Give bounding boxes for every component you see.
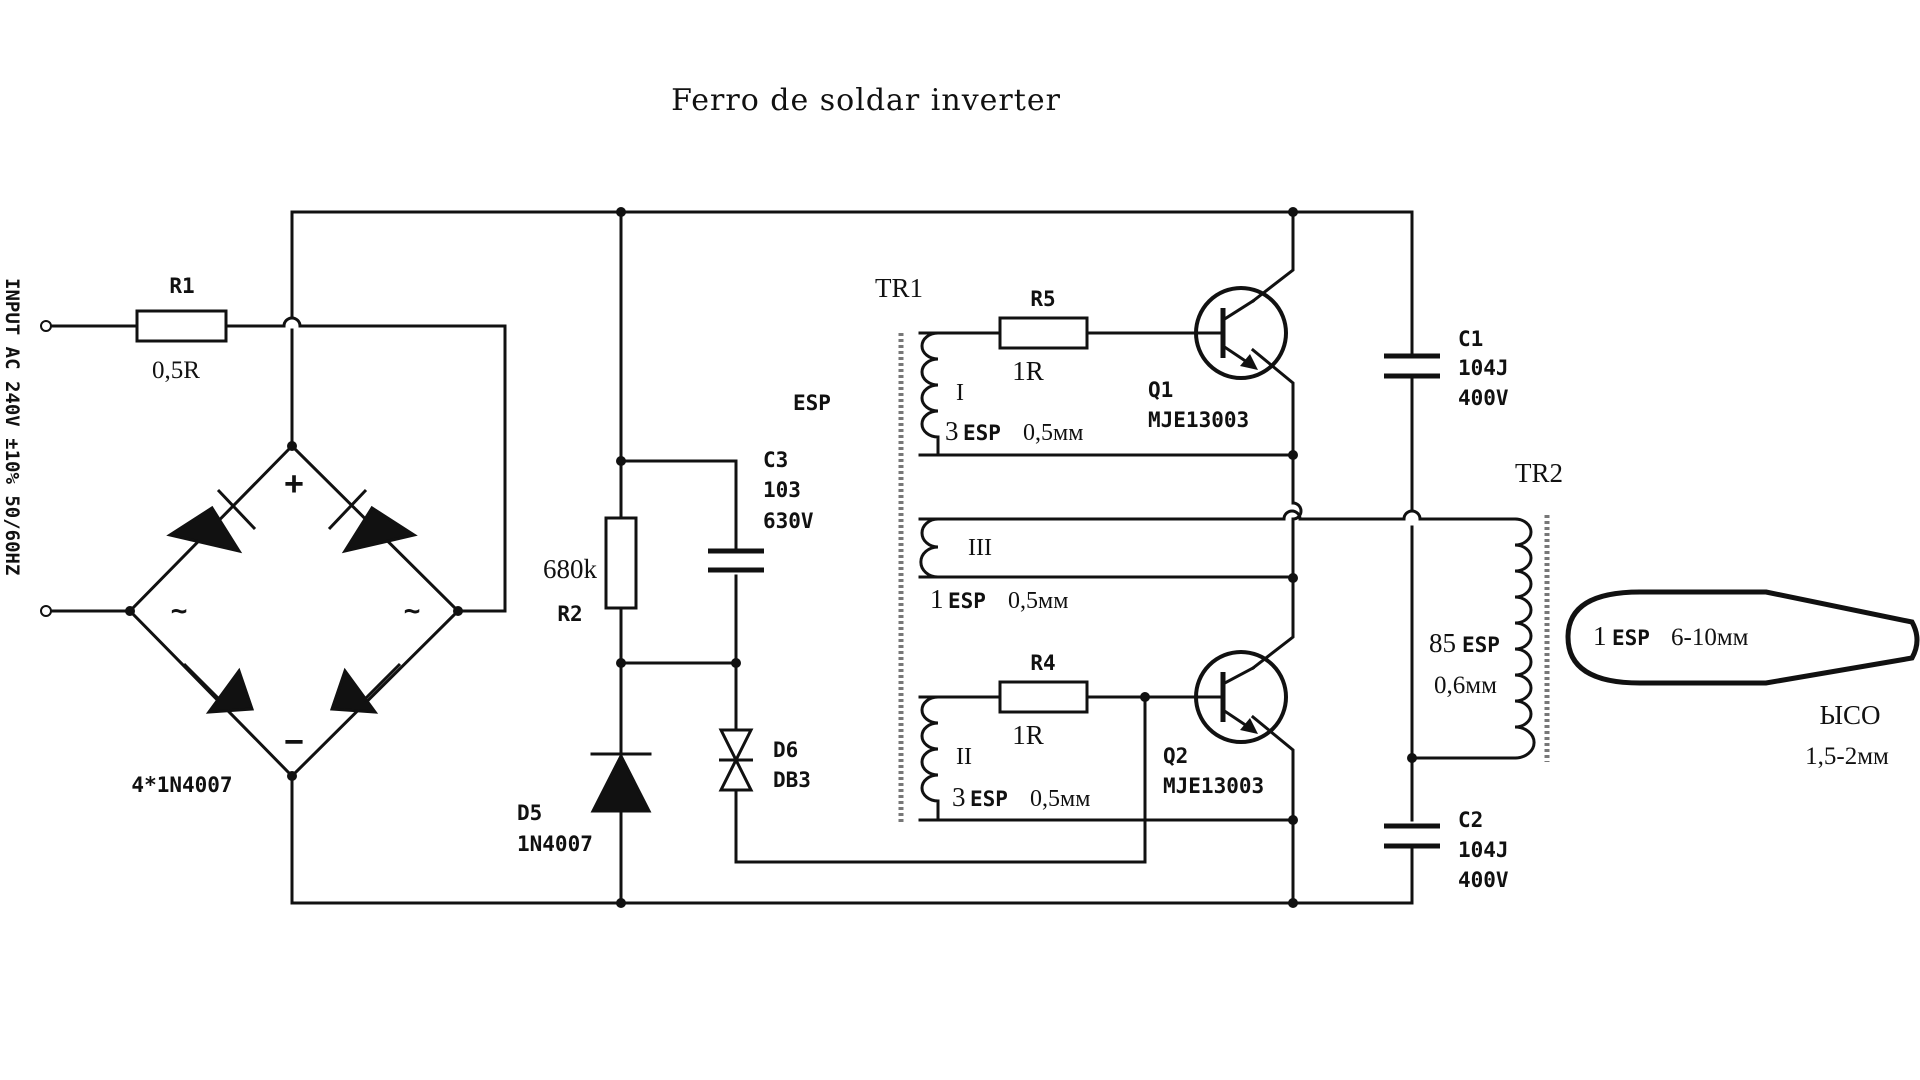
bridge-ac-left: ~ <box>171 594 188 627</box>
tr1-winding-3-unit: ESP <box>948 589 986 613</box>
input-terminal-bottom <box>40 605 52 617</box>
q1-part: MJE13003 <box>1148 408 1249 432</box>
d6-name: D6 <box>773 738 798 762</box>
tip-label: ЫСО <box>1819 700 1880 730</box>
bridge-rectifier <box>166 488 418 714</box>
d5-name: D5 <box>517 801 542 825</box>
q2-name: Q2 <box>1163 744 1188 768</box>
tr1-winding-1-roman: I <box>956 380 964 406</box>
tr1-winding-3-roman: III <box>968 535 992 561</box>
bridge-ac-right: ~ <box>404 594 421 627</box>
input-terminal-top <box>40 320 52 332</box>
r1-name: R1 <box>169 274 194 298</box>
tr1-winding-2-roman: II <box>956 744 972 770</box>
c3-name: C3 <box>763 448 788 472</box>
r5-value: 1R <box>1012 356 1044 386</box>
r5-resistor <box>998 316 1089 350</box>
tr2-secondary-loop <box>1565 589 1920 686</box>
c3-capacitor <box>708 548 764 573</box>
c1-capacitor <box>1384 353 1440 379</box>
tr1-winding-1-unit: ESP <box>963 421 1001 445</box>
q2-part: MJE13003 <box>1163 774 1264 798</box>
tr1-winding-3-turns: 1 <box>930 584 944 614</box>
tr1-winding-3-wire: 0,5мм <box>1008 588 1068 614</box>
tr1-name: TR1 <box>875 273 923 303</box>
r1-value: 0,5R <box>152 357 200 384</box>
r1-resistor <box>135 309 228 343</box>
c1-value: 104J <box>1458 356 1509 380</box>
r2-value: 680k <box>543 554 598 584</box>
tr1-winding-1-wire: 0,5мм <box>1023 420 1083 446</box>
tr2-primary-coil <box>1513 517 1536 760</box>
tr1-winding-2-unit: ESP <box>970 787 1008 811</box>
c1-voltage: 400V <box>1458 386 1509 410</box>
q2-transistor <box>1191 650 1288 744</box>
r5-name: R5 <box>1030 287 1055 311</box>
d5-diode <box>590 752 652 813</box>
d6-diac <box>718 728 754 792</box>
input-label: INPUT AC 240V ±10% 50/60HZ <box>1 278 23 575</box>
tr2-secondary-turns: 1 <box>1593 621 1607 651</box>
d6-part: DB3 <box>773 768 811 792</box>
tip-size: 1,5-2мм <box>1805 743 1889 770</box>
c2-capacitor <box>1384 823 1440 849</box>
c2-value: 104J <box>1458 838 1509 862</box>
tr2-secondary-wire: 6-10мм <box>1671 624 1749 651</box>
q1-name: Q1 <box>1148 378 1173 402</box>
c3-voltage: 630V <box>763 509 814 533</box>
junctions <box>125 207 1417 908</box>
tr1-winding-2-coil <box>918 695 940 822</box>
bridge-label: 4*1N4007 <box>131 773 232 797</box>
r4-value: 1R <box>1012 720 1044 750</box>
c2-name: C2 <box>1458 808 1483 832</box>
r2-name: R2 <box>557 602 582 626</box>
c3-value: 103 <box>763 478 801 502</box>
tr1-winding-2-turns: 3 <box>952 782 966 812</box>
c2-voltage: 400V <box>1458 868 1509 892</box>
tr2-primary-turns: 85 <box>1429 628 1456 658</box>
bridge-minus: − <box>284 722 303 760</box>
tr1-winding-3-coil <box>918 517 940 579</box>
esp-label: ESP <box>793 391 831 415</box>
tr2-name: TR2 <box>1515 458 1563 488</box>
r4-name: R4 <box>1030 651 1055 675</box>
q1-transistor <box>1191 286 1288 380</box>
c1-name: C1 <box>1458 327 1483 351</box>
r4-resistor <box>998 680 1089 714</box>
tr2-secondary-unit: ESP <box>1612 626 1650 650</box>
tr2-primary-unit: ESP <box>1462 633 1500 657</box>
r2-resistor <box>604 516 638 610</box>
page-title: Ferro de soldar inverter <box>671 83 1061 118</box>
tr2-primary-wire: 0,6мм <box>1434 672 1497 699</box>
wiring <box>48 210 1517 905</box>
d5-part: 1N4007 <box>517 832 593 856</box>
bridge-plus: + <box>284 464 303 502</box>
tr1-winding-1-coil <box>918 331 940 457</box>
tr1-winding-1-turns: 3 <box>945 416 959 446</box>
tr1-winding-2-wire: 0,5мм <box>1030 786 1090 812</box>
